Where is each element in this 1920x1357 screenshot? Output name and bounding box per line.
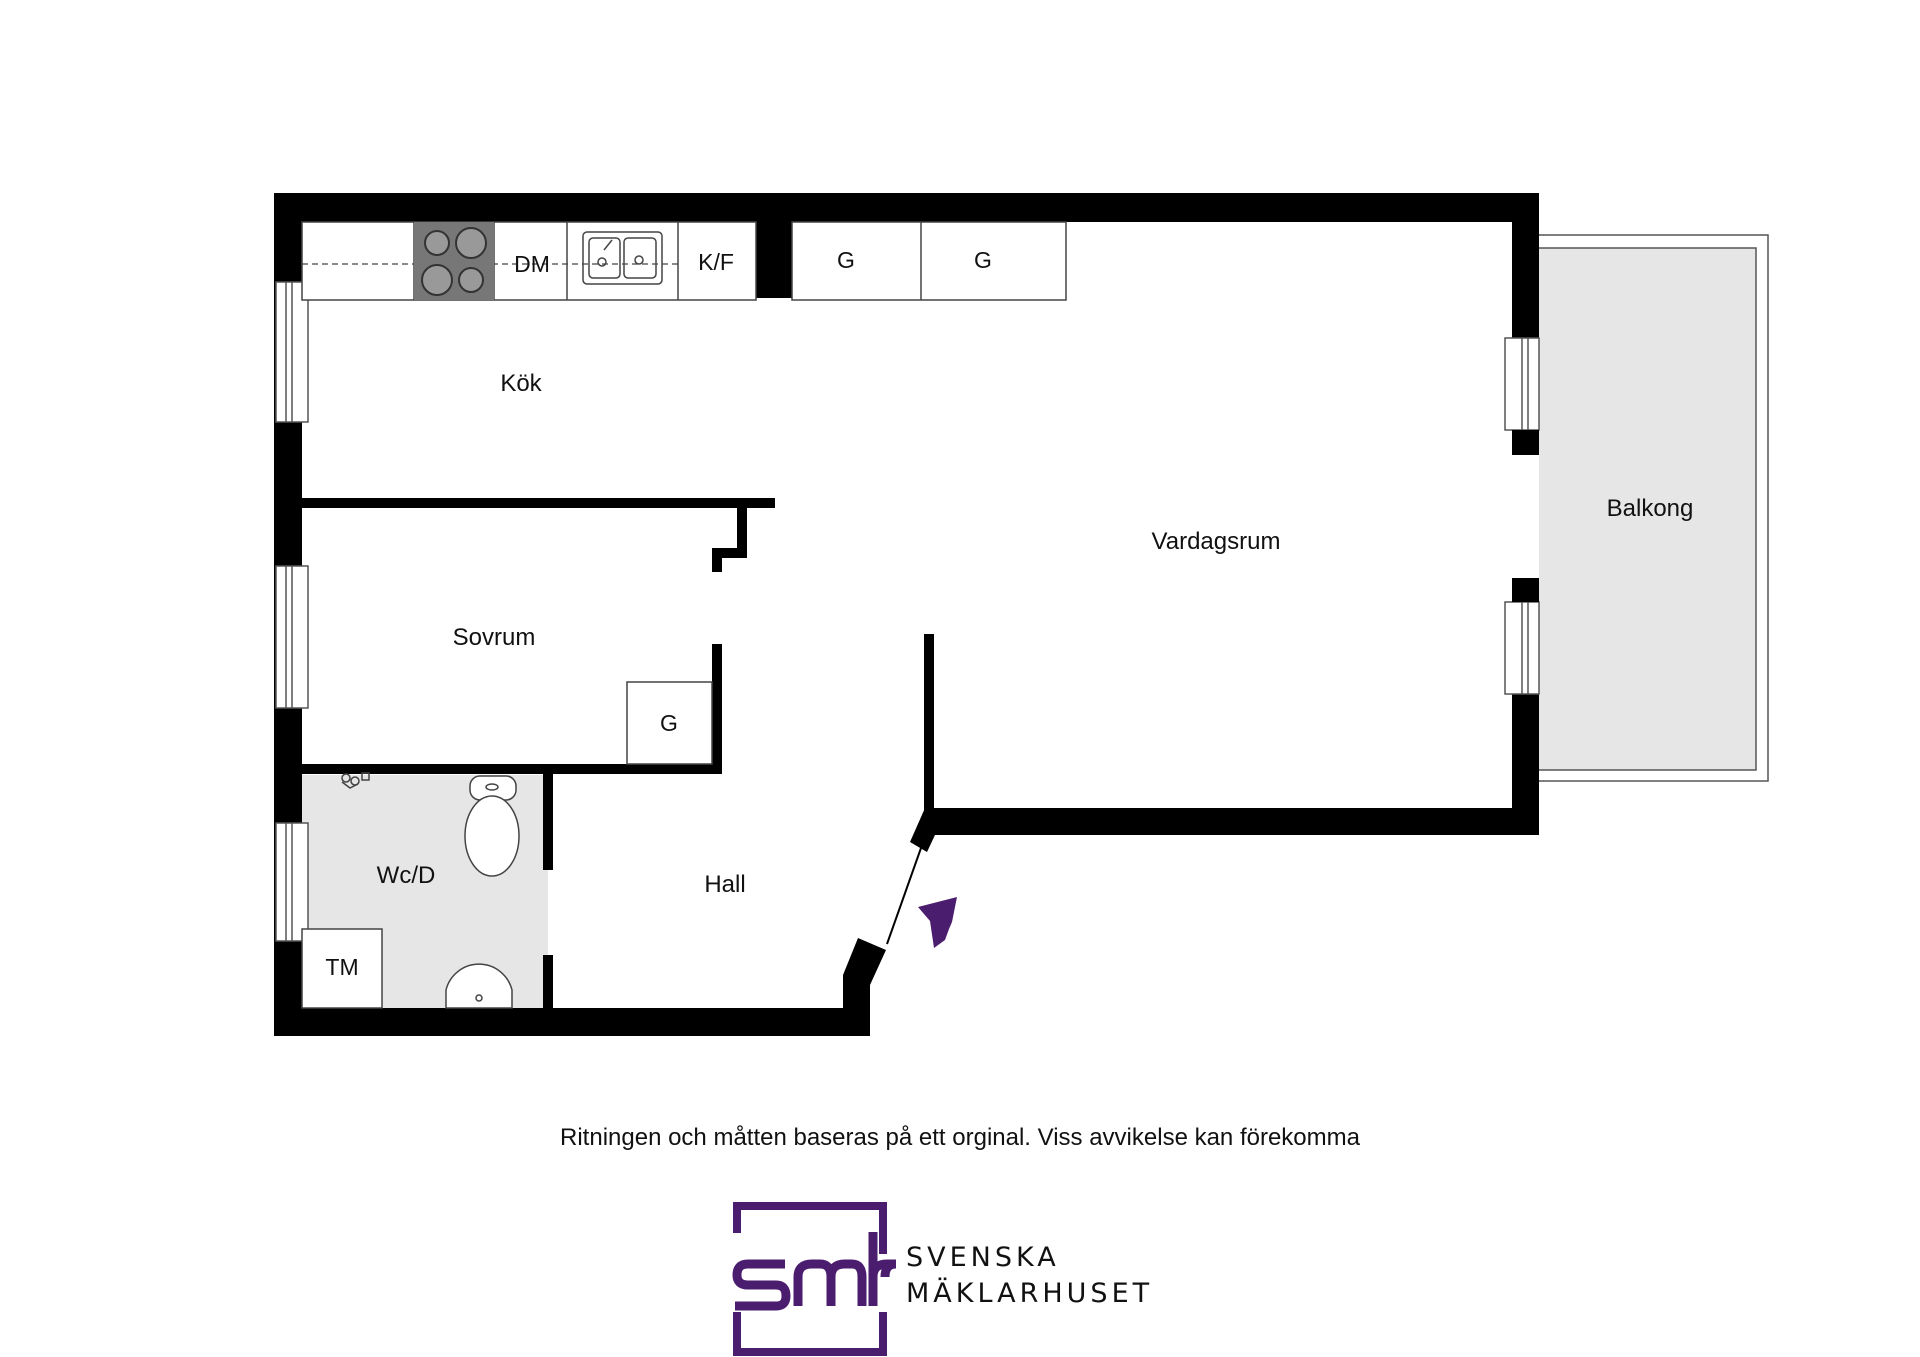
window-kitchen-west [275, 281, 309, 423]
room-label-balcony: Balkong [1607, 495, 1694, 522]
shower-icon [341, 772, 370, 789]
washbasin-icon [445, 963, 513, 1009]
window-bedroom-west [275, 565, 309, 709]
fixture-label-wardrobe-2: G [974, 247, 992, 273]
logo-text-line2: MÄKLARHUSET [906, 1277, 1153, 1309]
washing-machine [301, 928, 383, 1009]
window-living-east-upper [1504, 337, 1540, 431]
balcony [1537, 234, 1769, 782]
stove-icon [414, 222, 494, 300]
fixture-label-wardrobe-1: G [837, 247, 855, 273]
room-label-bedroom: Sovrum [453, 624, 536, 651]
window-living-east-lower [1504, 601, 1540, 695]
room-label-hall: Hall [704, 871, 745, 898]
disclaimer-text: Ritningen och måtten baseras på ett orgi… [560, 1124, 1360, 1151]
window-bathroom-west [275, 822, 309, 942]
fixture-label-wardrobe-3: G [660, 710, 678, 736]
logo-mark [732, 1202, 897, 1356]
room-label-bathroom: Wc/D [377, 862, 436, 889]
room-label-living: Vardagsrum [1152, 528, 1281, 555]
interior-walls [302, 219, 934, 1010]
logo: SVENSKA MÄKLARHUSET [732, 1202, 1153, 1356]
entrance-arrow-icon [918, 897, 957, 948]
fixture-label-washing-machine: TM [325, 954, 358, 980]
sink-icon [582, 231, 663, 285]
balcony-door-openings [1512, 430, 1539, 602]
room-label-kitchen: Kök [500, 370, 542, 397]
fixture-label-fridge-freezer: K/F [698, 249, 734, 275]
fixture-label-dishwasher: DM [514, 251, 550, 277]
kitchen-counter [301, 221, 1067, 301]
entrance-door [886, 847, 922, 945]
bedroom-wardrobe [626, 681, 713, 765]
toilet-icon [464, 775, 520, 877]
logo-text-line1: SVENSKA [906, 1242, 1060, 1273]
